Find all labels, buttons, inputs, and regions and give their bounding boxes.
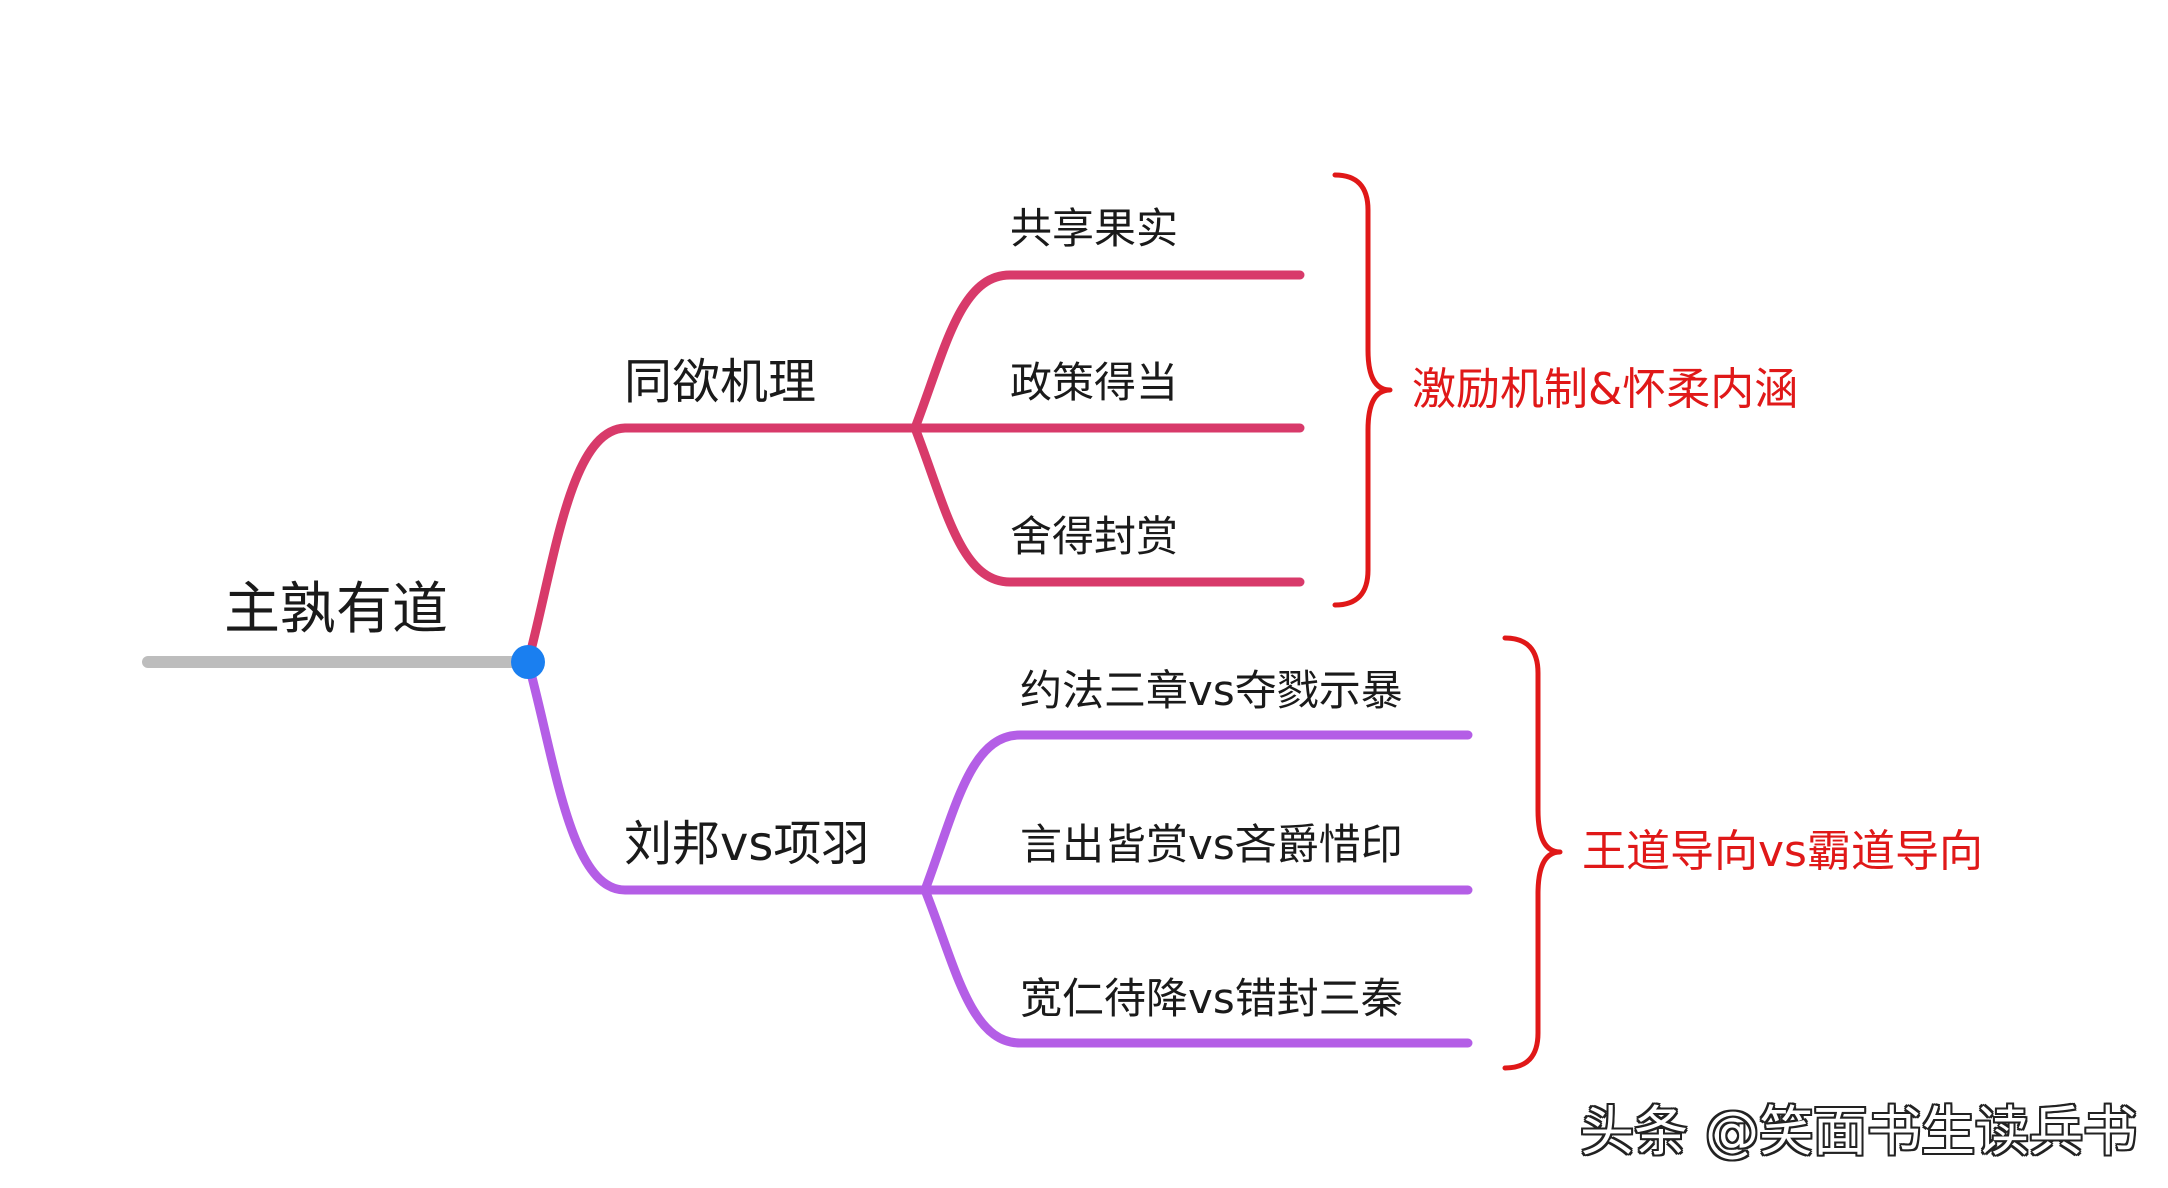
leaf-label-bottom-3: 宽仁待降vs错封三秦	[1020, 974, 1403, 1023]
leaf-label-top-3: 舍得封赏	[1010, 512, 1179, 561]
bracket-note-bottom: 王道导向vs霸道导向	[1582, 826, 1983, 877]
hub-dot	[511, 645, 545, 679]
curly-bracket-top	[1332, 172, 1393, 608]
root-label: 主孰有道	[224, 577, 448, 642]
leaf-line-top-3	[910, 423, 1305, 587]
watermark: 头条 @笑面书生读兵书	[1580, 1100, 2138, 1163]
leaf-line-bottom-3	[920, 885, 1473, 1048]
leaf-label-top-1: 共享果实	[1010, 204, 1179, 253]
leaf-label-bottom-2: 言出皆赏vs吝爵惜印	[1020, 820, 1403, 869]
curly-bracket-bottom	[1502, 635, 1563, 1071]
leaf-label-top-2: 政策得当	[1010, 358, 1179, 407]
branch-label-bottom: 刘邦vs项羽	[624, 816, 870, 872]
branch-line-bottom	[523, 657, 930, 895]
branch-label-top: 同欲机理	[624, 354, 817, 410]
leaf-label-bottom-1: 约法三章vs夺戮示暴	[1020, 666, 1403, 715]
bracket-note-top: 激励机制&怀柔内涵	[1412, 364, 1799, 415]
leaf-line-bottom-1	[920, 730, 1473, 895]
leaf-line-top-1	[910, 270, 1305, 433]
branch-line-top	[523, 423, 920, 667]
